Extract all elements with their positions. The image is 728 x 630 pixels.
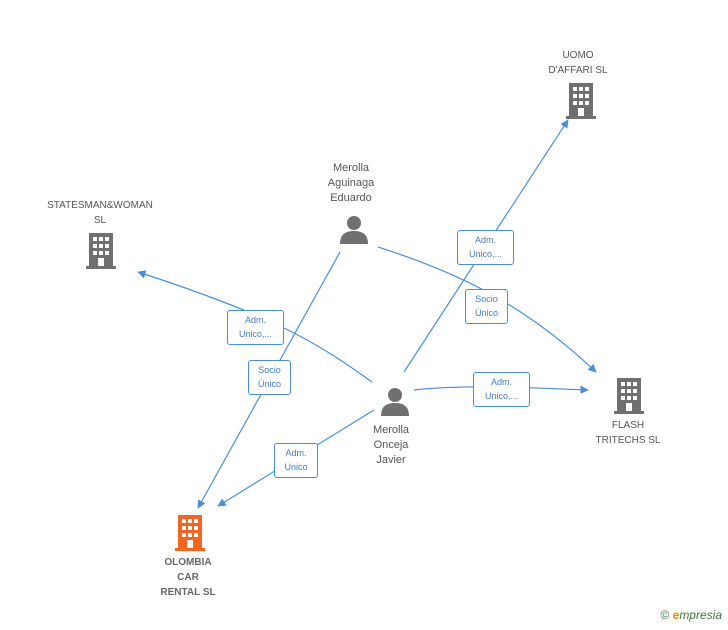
building-icon[interactable]	[566, 83, 596, 119]
edge-badge-javier-flash[interactable]: Adm. Unico,...	[473, 372, 530, 407]
brand-initial: e	[672, 608, 680, 622]
node-label-flash[interactable]: FLASH TRITECHS SL	[595, 420, 661, 446]
person-icon[interactable]	[380, 386, 410, 416]
edge-badge-javier-olombia[interactable]: Adm. Unico	[274, 443, 318, 478]
edge-badge-eduardo-flash[interactable]: Socio Único	[465, 289, 508, 324]
node-label-uomo[interactable]: UOMO D'AFFARI SL	[548, 50, 608, 76]
node-label-javier[interactable]: Merolla Onceja Javier	[372, 424, 410, 466]
brand-name: mpresia	[679, 608, 722, 622]
building-icon[interactable]	[86, 233, 116, 269]
empresia-brand: © empresia	[660, 608, 722, 622]
node-label-olombia[interactable]: OLOMBIA CAR RENTAL SL	[160, 557, 216, 598]
building-icon[interactable]	[614, 378, 644, 414]
edge-badge-javier-uomo[interactable]: Adm. Unico,...	[457, 230, 514, 265]
edge-javier-statesman	[137, 270, 373, 383]
node-label-eduardo[interactable]: Merolla Aguinaga Eduardo	[327, 162, 375, 204]
person-icon[interactable]	[339, 214, 369, 244]
copyright-symbol: ©	[660, 608, 670, 622]
edge-badge-javier-statesman[interactable]: Adm. Unico,...	[227, 310, 284, 345]
building-icon[interactable]	[175, 515, 205, 551]
edge-badge-eduardo-olombia[interactable]: Socio Único	[248, 360, 291, 395]
node-label-statesman[interactable]: STATESMAN&WOMAN SL	[47, 200, 153, 226]
